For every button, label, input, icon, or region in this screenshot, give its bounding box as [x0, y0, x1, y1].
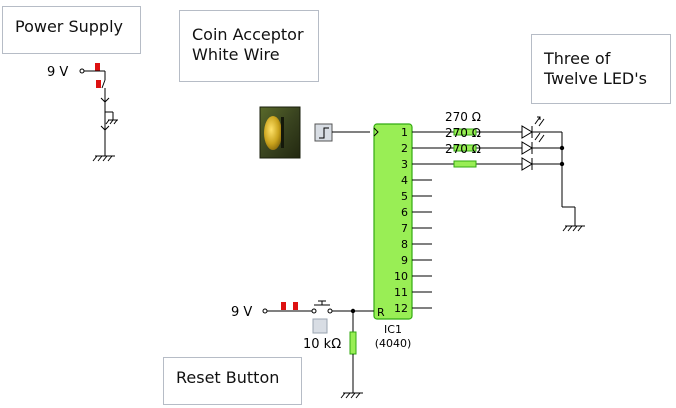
ic1-pin-2-label: 2 — [401, 142, 408, 155]
resistor-r2-value: 270 Ω — [445, 126, 481, 140]
ic1-reset-pin-label: R — [377, 306, 385, 319]
supply-terminal-top — [79, 68, 85, 74]
resistor-r2[interactable] — [453, 144, 477, 152]
ic1-name: IC1 — [384, 323, 402, 336]
resistor-r1[interactable] — [453, 128, 477, 136]
reset-button-label: Reset Button — [176, 368, 280, 387]
resistor-r3-value: 270 Ω — [445, 142, 481, 156]
voltage-label-top: 9 V — [47, 65, 68, 80]
coin-acceptor-label-box: Coin Acceptor White Wire — [179, 10, 319, 82]
coin-acceptor-icon[interactable] — [259, 106, 301, 159]
ic1-pin-5-label: 5 — [401, 190, 408, 203]
ic1-pin-11-label: 11 — [394, 286, 408, 299]
ic1-pin-6-label: 6 — [401, 206, 408, 219]
reset-circuit: 9 V 10 kΩ — [231, 300, 374, 399]
led-array — [521, 116, 585, 232]
ic1-pin-9-label: 9 — [401, 254, 408, 267]
ground-symbol-led — [562, 225, 585, 232]
resistor-r3[interactable] — [453, 160, 477, 168]
leds-label-box: Three of Twelve LED's — [531, 34, 671, 104]
ic1-pin-10-label: 10 — [394, 270, 408, 283]
pulldown-resistor[interactable] — [349, 331, 357, 355]
pulse-source-icon — [314, 123, 333, 142]
reset-switch-red-1[interactable] — [281, 302, 286, 310]
led-1[interactable] — [521, 116, 545, 139]
ic1-clock-marker — [373, 127, 379, 137]
ic1-pin-3-label: 3 — [401, 158, 408, 171]
ic1-pin-12-label: 12 — [394, 302, 408, 315]
coin-acceptor-label-line1: Coin Acceptor — [192, 25, 304, 44]
power-supply-label-box: Power Supply — [2, 6, 141, 54]
reset-switch-red-2[interactable] — [293, 302, 298, 310]
switch-lever-red[interactable] — [96, 80, 101, 88]
leds-label-line1: Three of — [544, 49, 611, 68]
led-3[interactable] — [521, 157, 533, 171]
pulldown-resistor-value: 10 kΩ — [303, 337, 341, 352]
ic1-body[interactable] — [373, 123, 413, 320]
power-supply-circuit: 9 V — [47, 63, 118, 162]
ic1-pin-1-label: 1 — [401, 126, 408, 139]
coin-acceptor-label-line2: White Wire — [192, 45, 280, 64]
ic1-pin-8-label: 8 — [401, 238, 408, 251]
ic1-pin-4-label: 4 — [401, 174, 408, 187]
ic1-chip[interactable]: R IC1 (4040) — [373, 123, 413, 350]
ic1-pin-7-label: 7 — [401, 222, 408, 235]
led-2[interactable] — [521, 132, 545, 155]
voltage-label-bottom: 9 V — [231, 305, 252, 320]
power-supply-label: Power Supply — [15, 17, 123, 36]
supply-terminal-bottom — [262, 308, 268, 314]
reset-pushbutton[interactable] — [312, 318, 328, 334]
resistor-r1-value: 270 Ω — [445, 110, 481, 124]
toggle-switch-red-top[interactable] — [95, 63, 100, 71]
led-resistor-row: 270 Ω 270 Ω 270 Ω — [412, 110, 522, 168]
leds-label-line2: Twelve LED's — [544, 69, 647, 88]
ground-symbol-reset — [340, 392, 363, 399]
ic1-part-number: (4040) — [375, 337, 412, 350]
reset-button-label-box: Reset Button — [163, 357, 302, 405]
